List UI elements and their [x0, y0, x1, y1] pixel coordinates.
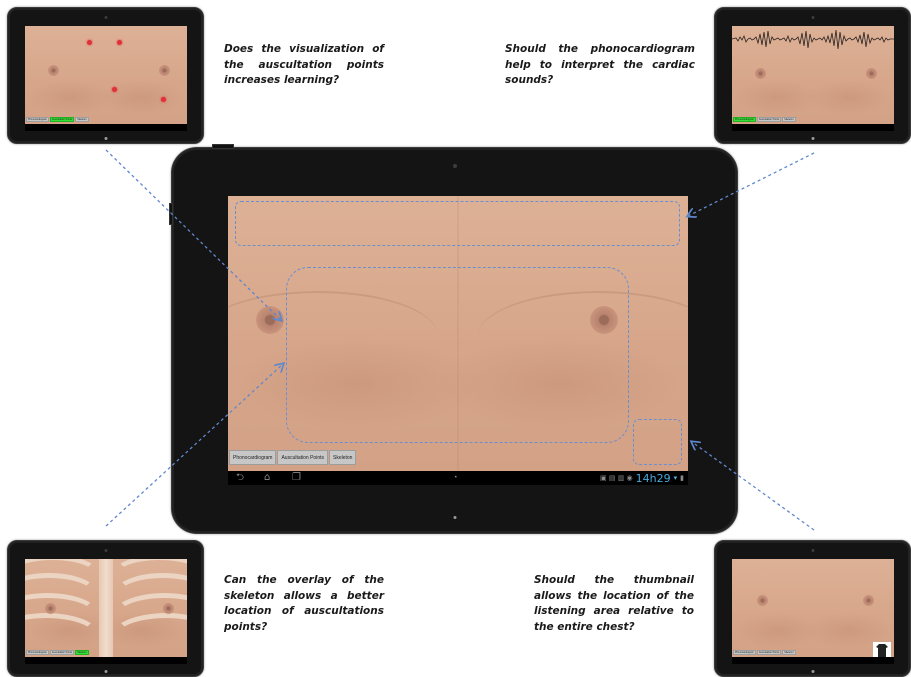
- thumbnail-tablet: Phonocardiogram Auscultation Points Skel…: [714, 540, 911, 677]
- camera: [453, 164, 457, 168]
- android-nav-bar: ⮌ ⌂ ❐ • ▣ ▤ ▥ ◉ 14h29 ▾ ▮: [228, 471, 688, 485]
- auscultation-points-button[interactable]: Auscultation Points: [50, 650, 74, 655]
- skeleton-tablet: Phonocardiogram Auscultation Points Skel…: [7, 540, 204, 677]
- home-icon[interactable]: ⌂: [264, 471, 270, 485]
- skeleton-button[interactable]: Skeleton: [782, 650, 795, 655]
- phonocardiogram-button[interactable]: Phonocardiogram: [733, 117, 756, 122]
- phonocardiogram-button[interactable]: Phonocardiogram: [733, 650, 756, 655]
- chest-view: Phonocardiogram Auscultation Points Skel…: [25, 559, 187, 664]
- skeleton-button[interactable]: Skeleton: [782, 117, 795, 122]
- clock: 14h29: [636, 472, 671, 485]
- mode-button-bar: Phonocardiogram Auscultation Points Skel…: [229, 450, 356, 465]
- torso-thumbnail-icon[interactable]: [873, 642, 891, 658]
- phonocardiogram-button[interactable]: Phonocardiogram: [229, 450, 276, 465]
- chest-view: Phonocardiogram Auscultation Points Skel…: [732, 559, 894, 664]
- auscultation-points-button[interactable]: Auscultation Points: [757, 117, 781, 122]
- android-nav-bar: [25, 124, 187, 131]
- chest-view: Phonocardiogram Auscultation Points Skel…: [732, 26, 894, 131]
- auscultation-point[interactable]: [112, 87, 117, 92]
- skeleton-button[interactable]: Skeleton: [75, 650, 88, 655]
- android-nav-bar: [732, 657, 894, 664]
- phonocardiogram-caption: Should the phonocardiogram help to inter…: [505, 42, 695, 89]
- skeleton-button[interactable]: Skeleton: [329, 450, 356, 465]
- auscultation-points-button[interactable]: Auscultation Points: [277, 450, 328, 465]
- phonocardiogram-tablet: Phonocardiogram Auscultation Points Skel…: [714, 7, 911, 144]
- battery-icon: ▮: [680, 474, 684, 482]
- wifi-icon: ▾: [674, 474, 678, 482]
- skeleton-button[interactable]: Skeleton: [75, 117, 88, 122]
- phonocardiogram-wave: [732, 28, 894, 50]
- listening-area-region: [286, 267, 629, 443]
- android-nav-bar: [25, 657, 187, 664]
- phonocardiogram-region: [235, 201, 680, 246]
- menu-dot-icon[interactable]: •: [454, 471, 458, 485]
- power-button: [212, 144, 234, 149]
- phonocardiogram-button[interactable]: Phonocardiogram: [26, 650, 49, 655]
- left-nipple: [256, 306, 284, 334]
- auscultation-caption: Does the visualization of the auscultati…: [224, 42, 384, 89]
- auscultation-points-tablet: Phonocardiogram Auscultation Points Skel…: [7, 7, 204, 144]
- auscultation-point[interactable]: [87, 40, 92, 45]
- thumbnail-caption: Should the thumbnail allows the location…: [534, 573, 694, 635]
- thumbnail-region: [633, 419, 682, 465]
- side-button: [169, 203, 173, 225]
- notification-icons: ▣ ▤ ▥ ◉: [600, 474, 633, 482]
- auscultation-points-button[interactable]: Auscultation Points: [50, 117, 74, 122]
- skeleton-caption: Can the overlay of the skeleton allows a…: [224, 573, 384, 635]
- sternum: [99, 559, 113, 664]
- chest-view: Phonocardiogram Auscultation Points Skel…: [25, 26, 187, 131]
- recent-apps-icon[interactable]: ❐: [292, 471, 301, 485]
- status-area: ▣ ▤ ▥ ◉ 14h29 ▾ ▮: [600, 471, 684, 485]
- home-indicator: [453, 516, 456, 519]
- auscultation-point[interactable]: [117, 40, 122, 45]
- auscultation-point[interactable]: [161, 97, 166, 102]
- phonocardiogram-button[interactable]: Phonocardiogram: [26, 117, 49, 122]
- back-icon[interactable]: ⮌: [236, 471, 244, 485]
- auscultation-points-button[interactable]: Auscultation Points: [757, 650, 781, 655]
- android-nav-bar: [732, 124, 894, 131]
